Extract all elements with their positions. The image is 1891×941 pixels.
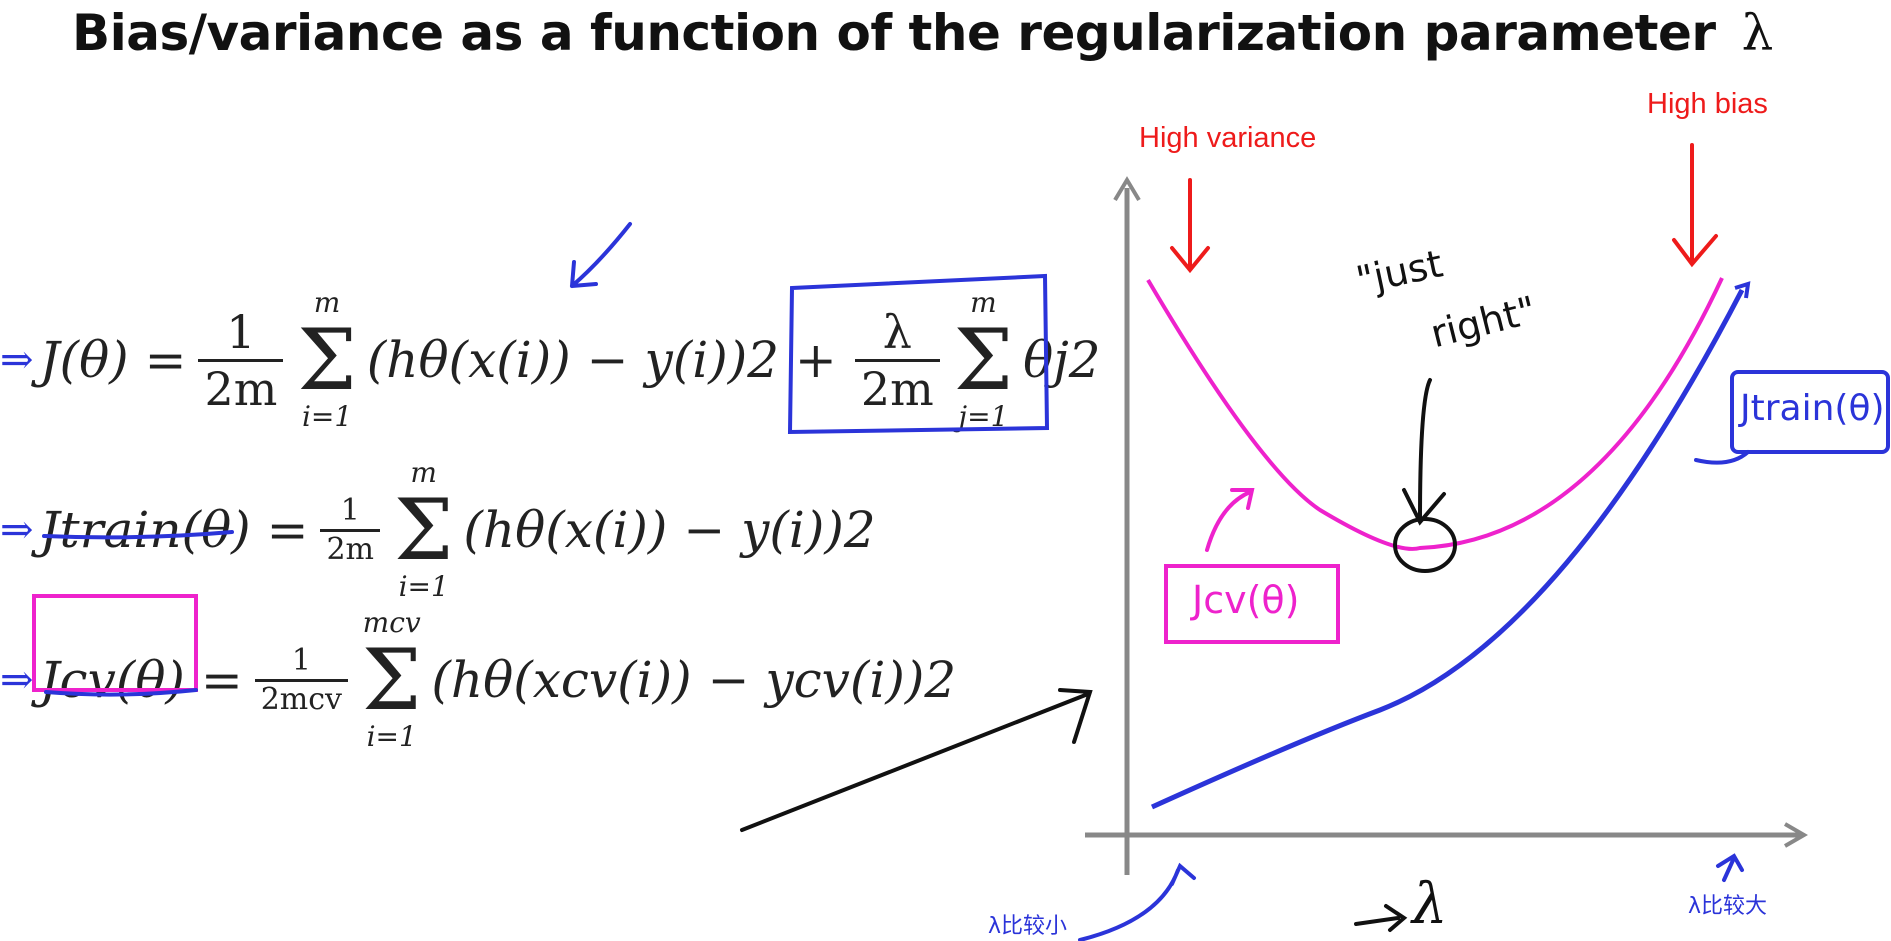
cv-sum-bottom: i=1 — [366, 720, 417, 753]
jcv-label: Jcv(θ) — [1192, 578, 1300, 622]
reg-sum: m Σ j=1 — [953, 286, 1014, 433]
jtrain-label-box — [1730, 370, 1890, 454]
jcv-label-box — [1164, 564, 1340, 644]
cost-frac-den: 2m — [204, 361, 278, 416]
reg-pointer-arrow-icon — [570, 222, 632, 288]
cv-underline — [44, 688, 198, 697]
cv-fraction: 1 2mcv — [254, 642, 349, 718]
reg-sum-top: m — [970, 286, 997, 319]
cost-lhs: J(θ) = — [39, 331, 187, 389]
train-fraction: 1 2m — [320, 492, 381, 568]
just-right-arrow-icon — [1402, 378, 1446, 526]
cost-sum-top: m — [313, 286, 341, 319]
train-sum-bottom: i=1 — [398, 570, 449, 603]
train-sum-top: m — [410, 456, 437, 489]
reg-sum-bottom: j=1 — [958, 400, 1009, 433]
train-underline — [42, 530, 234, 540]
cv-sum: mcv Σ i=1 — [362, 606, 422, 753]
reg-term-box — [787, 273, 1050, 435]
arrow-marker-icon: ⇒ — [0, 337, 34, 383]
reg-frac-den: 2m — [860, 361, 934, 416]
reg-frac-num: λ — [882, 304, 912, 359]
cost-body: (hθ(x(i)) − y(i))2 + — [366, 331, 837, 389]
train-sum: m Σ i=1 — [394, 456, 454, 603]
high-variance-label: High variance — [1139, 122, 1317, 154]
reg-body: θj2 — [1023, 331, 1101, 389]
jtrain-pointer-arrow-icon — [1694, 450, 1750, 465]
title-text: Bias/variance as a function of the regul… — [72, 4, 1716, 62]
cost-fraction: 1 2m — [198, 304, 284, 416]
train-body: (hθ(x(i)) − y(i))2 — [463, 501, 876, 559]
title-lambda-symbol: λ — [1741, 4, 1774, 62]
equation-cost: ⇒ J(θ) = 1 2m m Σ i=1 (hθ(x(i)) − y(i))2… — [0, 255, 1105, 465]
equation-cv: ⇒ Jcv(θ) = 1 2mcv mcv Σ i=1 (hθ(xcv(i)) … — [0, 600, 960, 760]
cv-frac-num: 1 — [291, 642, 311, 678]
cv-highlight-box — [32, 594, 198, 692]
cost-sum: m Σ i=1 — [297, 286, 357, 433]
equation-train: ⇒ Jtrain(θ) = 1 2m m Σ i=1 (hθ(x(i)) − y… — [0, 450, 880, 610]
lambda-large-arrow-icon — [1716, 853, 1744, 882]
jcv-curve — [1146, 277, 1724, 551]
train-lhs: Jtrain(θ) = — [39, 501, 309, 559]
cost-frac-num: 1 — [226, 304, 256, 359]
train-frac-num: 1 — [340, 492, 360, 528]
slide-title: Bias/variance as a function of the regul… — [72, 0, 1872, 70]
high-bias-arrow-icon — [1672, 143, 1718, 268]
cv-lhs: Jcv(θ) = — [39, 651, 243, 709]
lambda-small-label: λ比较小 — [988, 914, 1068, 939]
lambda-large-label: λ比较大 — [1688, 894, 1768, 919]
x-axis-label: λ — [1412, 872, 1448, 937]
arrow-marker-icon: ⇒ — [0, 507, 34, 553]
arrow-marker-icon: ⇒ — [0, 657, 34, 703]
x-axis-arrow-icon — [1354, 904, 1408, 932]
just-right-circle — [1393, 517, 1457, 573]
black-pointer-arrow-icon — [740, 688, 1093, 832]
lambda-small-arrow-icon — [1078, 862, 1196, 941]
cost-sum-bottom: i=1 — [301, 400, 353, 433]
cv-sum-top: mcv — [362, 606, 421, 639]
cv-frac-den: 2mcv — [260, 681, 343, 717]
jcv-pointer-arrow-icon — [1205, 488, 1255, 552]
train-frac-den: 2m — [326, 531, 375, 567]
high-variance-arrow-icon — [1170, 178, 1210, 274]
cv-body: (hθ(xcv(i)) − ycv(i))2 — [431, 651, 957, 709]
reg-fraction: λ 2m — [854, 304, 940, 416]
jtrain-curve — [1150, 288, 1745, 810]
high-bias-label: High bias — [1647, 88, 1768, 120]
jtrain-label: Jtrain(θ) — [1740, 388, 1885, 429]
